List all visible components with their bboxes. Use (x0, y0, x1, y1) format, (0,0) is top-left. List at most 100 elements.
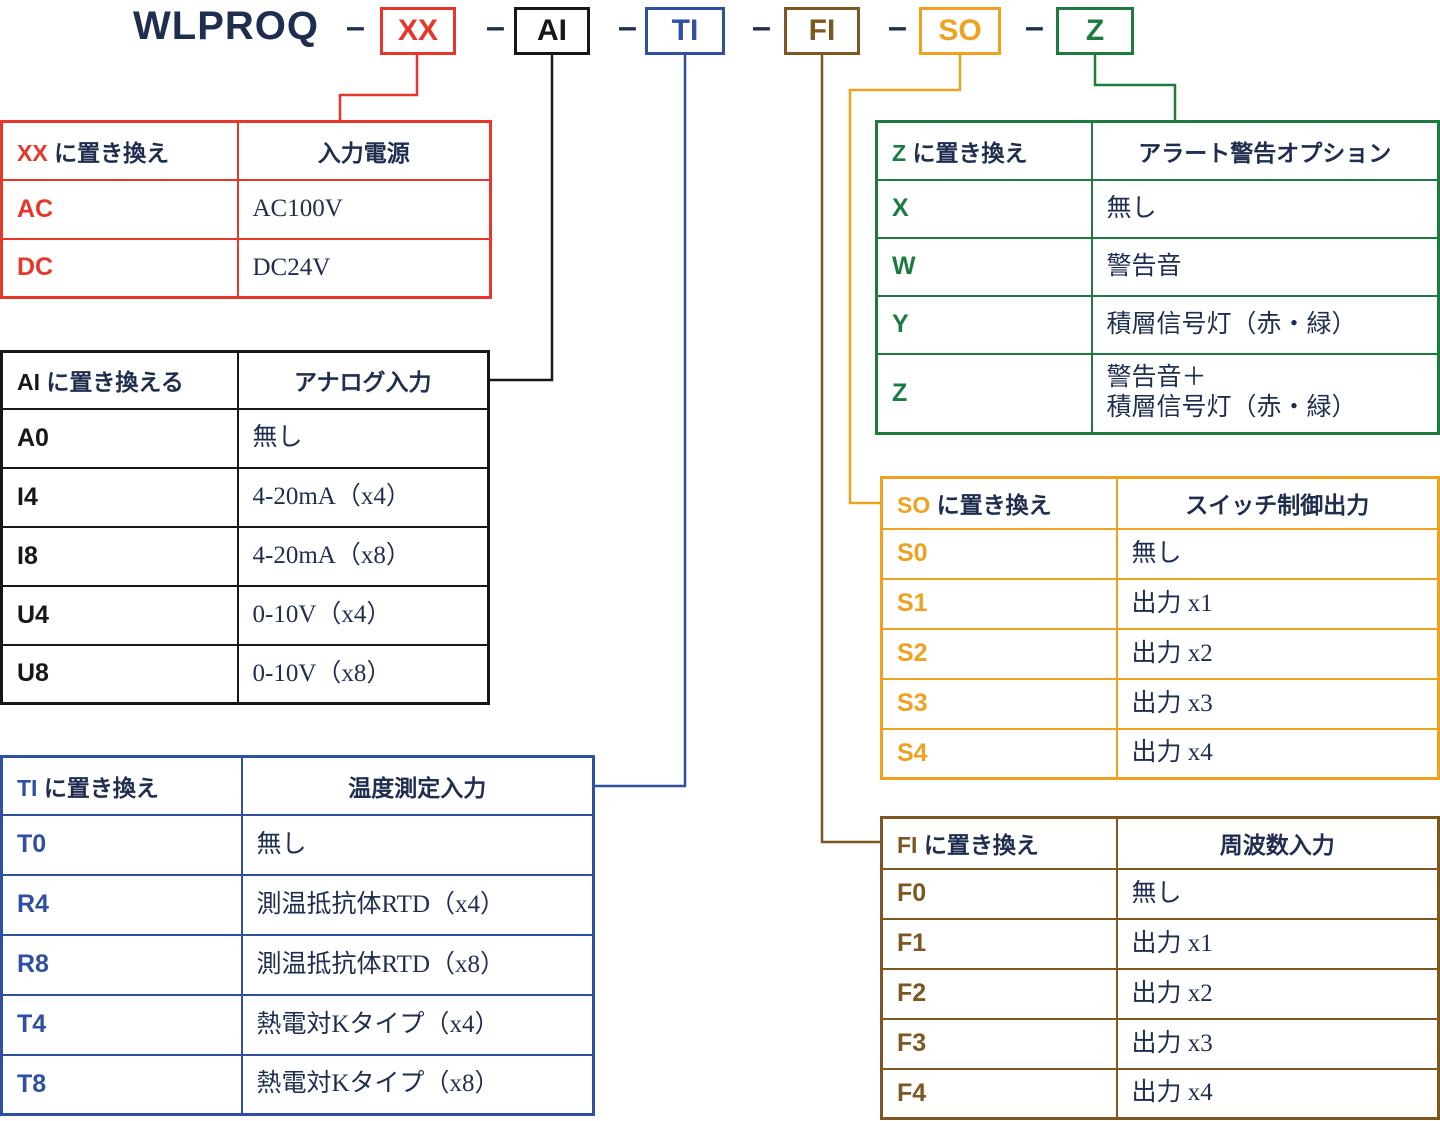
code-cell: AC (0, 178, 239, 240)
code-cell: F3 (880, 1017, 1118, 1070)
desc-cell: 無し (1090, 178, 1440, 239)
segment-box-ai: AI (514, 7, 590, 55)
table-header-row: FI に置き換え 周波数入力 (880, 816, 1440, 870)
code-cell: T0 (0, 813, 243, 876)
header-label-cell: 温度測定入力 (240, 755, 595, 816)
desc-cell: 熱電対Kタイプ（x4） (240, 993, 595, 1056)
header-label-cell: 周波数入力 (1115, 816, 1440, 870)
code-cell: R8 (0, 933, 243, 996)
segment-box-fi: FI (784, 7, 860, 55)
desc-cell: 出力 x1 (1115, 577, 1440, 630)
code-cell: S0 (880, 527, 1118, 580)
desc-cell: 無し (240, 813, 595, 876)
desc-cell: 測温抵抗体RTD（x4） (240, 873, 595, 936)
code-cell: S1 (880, 577, 1118, 630)
desc-cell: 出力 x2 (1115, 967, 1440, 1020)
desc-cell: 4-20mA（x4） (236, 466, 490, 528)
desc-cell: 測温抵抗体RTD（x8） (240, 933, 595, 996)
code-cell: F0 (880, 867, 1118, 920)
connector-xx (338, 55, 419, 122)
header-code-cell: TI に置き換え (0, 755, 243, 816)
code-cell: I4 (0, 466, 239, 528)
header-code-cell: SO に置き換え (880, 476, 1118, 530)
table-header-row: TI に置き換え 温度測定入力 (0, 755, 595, 816)
desc-cell: 4-20mA（x8） (236, 525, 490, 587)
desc-cell: 警告音＋ 積層信号灯（赤・緑） (1090, 352, 1440, 435)
connector-ai (490, 55, 554, 382)
desc-cell: 熱電対Kタイプ（x8） (240, 1053, 595, 1116)
desc-cell: 出力 x4 (1115, 1067, 1440, 1120)
code-cell: X (875, 178, 1093, 239)
dash-separator: – (888, 8, 907, 46)
code-cell: Z (875, 352, 1093, 435)
desc-cell: DC24V (236, 237, 492, 299)
desc-cell: 出力 x3 (1115, 1017, 1440, 1070)
desc-cell: 出力 x1 (1115, 917, 1440, 970)
desc-cell: 0-10V（x4） (236, 584, 490, 646)
code-cell: S3 (880, 677, 1118, 730)
code-cell: S4 (880, 727, 1118, 780)
table-header-row: SO に置き換え スイッチ制御出力 (880, 476, 1440, 530)
connector-z (1093, 55, 1177, 122)
code-cell: I8 (0, 525, 239, 587)
header-code-cell: XX に置き換え (0, 120, 239, 181)
connector-ti (595, 55, 687, 788)
code-cell: A0 (0, 407, 239, 469)
dash-separator: – (1025, 8, 1044, 46)
segment-box-so: SO (919, 7, 1001, 55)
desc-cell: 出力 x4 (1115, 727, 1440, 780)
table-header-row: XX に置き換え 入力電源 (0, 120, 492, 181)
header-code-cell: AI に置き換える (0, 350, 239, 410)
code-cell: U8 (0, 643, 239, 705)
code-cell: T8 (0, 1053, 243, 1116)
header-code-cell: FI に置き換え (880, 816, 1118, 870)
code-cell: U4 (0, 584, 239, 646)
segment-box-z: Z (1056, 7, 1134, 55)
desc-cell: 無し (1115, 527, 1440, 580)
code-cell: Y (875, 294, 1093, 355)
desc-cell: 警告音 (1090, 236, 1440, 297)
model-number-title: WLPROQ – XX – AI – TI – FI – SO – Z (0, 0, 1440, 70)
dash-separator: – (486, 8, 505, 46)
segment-box-xx: XX (380, 7, 456, 55)
code-cell: DC (0, 237, 239, 299)
code-cell: R4 (0, 873, 243, 936)
connector-so (848, 55, 962, 505)
header-label-cell: アナログ入力 (236, 350, 490, 410)
dash-separator: – (752, 8, 771, 46)
desc-cell: AC100V (236, 178, 492, 240)
connector-fi (820, 55, 882, 844)
header-label-cell: アラート警告オプション (1090, 120, 1440, 181)
code-cell: F2 (880, 967, 1118, 1020)
code-cell: F1 (880, 917, 1118, 970)
code-cell: S2 (880, 627, 1118, 680)
header-label-cell: 入力電源 (236, 120, 492, 181)
